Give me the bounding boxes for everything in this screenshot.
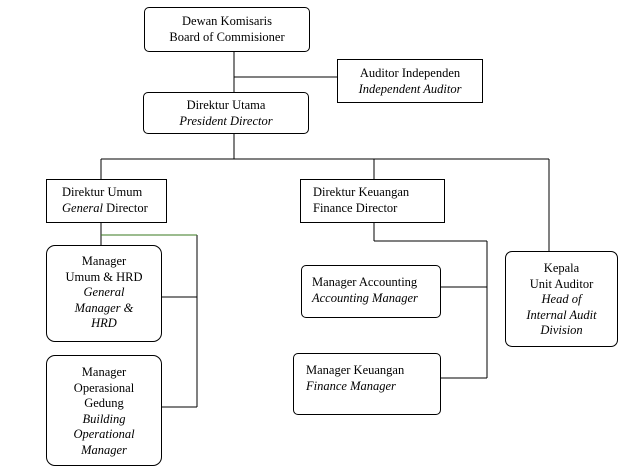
finance-manager-box: Manager Keuangan Finance Manager [293,353,441,415]
building-ops-label-4: Building [82,411,126,426]
independent-auditor-box: Auditor Independen Independent Auditor [337,59,483,103]
finance-director-label-en: Finance Director [313,200,398,215]
building-ops-label-3: Gedung [84,396,124,410]
gm-hrd-label-5: HRD [91,316,117,330]
accounting-label-id: Manager Accounting [312,275,418,289]
gm-hrd-box: Manager Umum & HRD General Manager & HRD [46,245,162,342]
building-operations-box: Manager Operasional Gedung Building Oper… [46,355,162,466]
gm-hrd-label-4: Manager & [74,300,134,315]
internal-audit-label-4: Internal Audit [526,307,597,322]
internal-audit-label-2: Unit Auditor [529,276,594,291]
gm-hrd-label-1: Manager [81,254,127,268]
president-label-en: President Director [179,113,273,128]
building-ops-label-1: Manager [81,365,127,379]
auditor-label-en: Independent Auditor [358,81,462,96]
general-director-label-id: Direktur Umum [62,185,143,199]
president-label-id: Direktur Utama [186,98,266,112]
finance-manager-label-en: Finance Manager [306,378,396,393]
auditor-label-id: Auditor Independen [359,66,461,80]
gm-hrd-label-3: General [83,285,125,299]
general-director-label-en: General Director [62,200,148,215]
finance-director-label-id: Direktur Keuangan [313,185,410,199]
finance-director-box: Direktur Keuangan Finance Director [300,179,445,223]
accounting-manager-box: Manager Accounting Accounting Manager [301,265,441,318]
general-director-box: Direktur Umum General Director [46,179,167,223]
accounting-label-en: Accounting Manager [312,290,418,305]
building-ops-label-5: Operational [73,427,135,441]
internal-audit-label-1: Kepala [543,261,580,275]
board-label-en: Board of Commisioner [169,29,285,44]
gm-hrd-label-2: Umum & HRD [65,269,143,284]
board-label-id: Dewan Komisaris [182,14,272,28]
finance-manager-label-id: Manager Keuangan [306,363,405,377]
board-of-commissioner-box: Dewan Komisaris Board of Commisioner [144,7,310,52]
president-director-box: Direktur Utama President Director [143,92,309,134]
internal-audit-label-5: Division [540,323,583,337]
building-ops-label-2: Operasional [73,380,135,395]
building-ops-label-6: Manager [81,442,127,457]
internal-audit-box: Kepala Unit Auditor Head of Internal Aud… [505,251,618,347]
internal-audit-label-3: Head of [541,292,582,306]
